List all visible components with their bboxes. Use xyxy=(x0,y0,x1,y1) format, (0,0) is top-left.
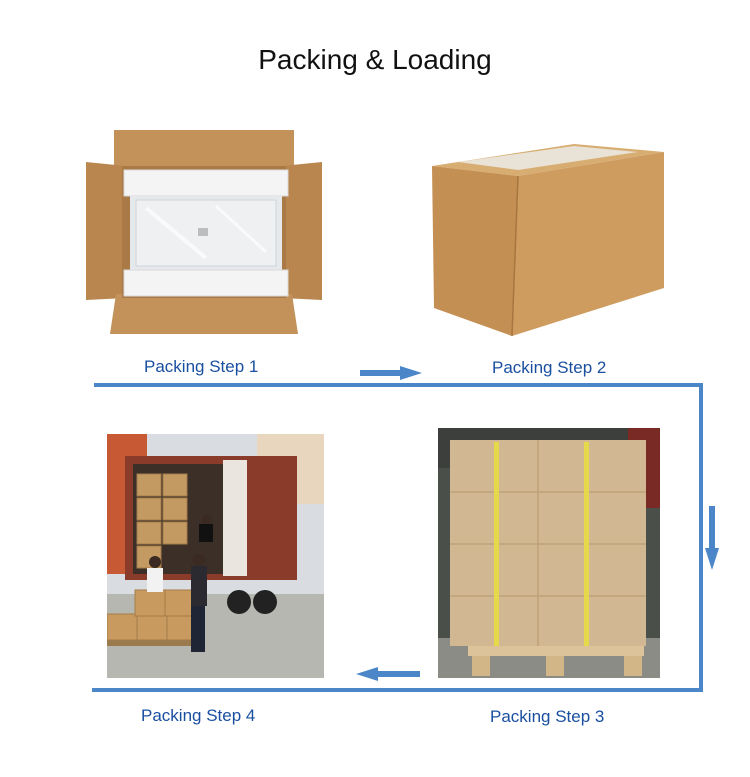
flow-line xyxy=(92,383,703,692)
wrapped-pallet-photo xyxy=(438,428,660,678)
arrow-down-icon xyxy=(705,506,719,570)
sealed-carton-photo xyxy=(428,138,668,338)
container-loading-photo xyxy=(107,434,324,678)
step-label-3: Packing Step 3 xyxy=(490,707,605,726)
arrow-right-icon xyxy=(360,366,422,380)
arrow-left-icon xyxy=(356,667,420,681)
step-label-1: Packing Step 1 xyxy=(144,357,259,376)
step-label-2: Packing Step 2 xyxy=(492,358,607,377)
step-label-4: Packing Step 4 xyxy=(141,706,256,725)
open-carton-with-foam-photo xyxy=(86,128,322,336)
page-title: Packing & Loading xyxy=(258,44,492,75)
